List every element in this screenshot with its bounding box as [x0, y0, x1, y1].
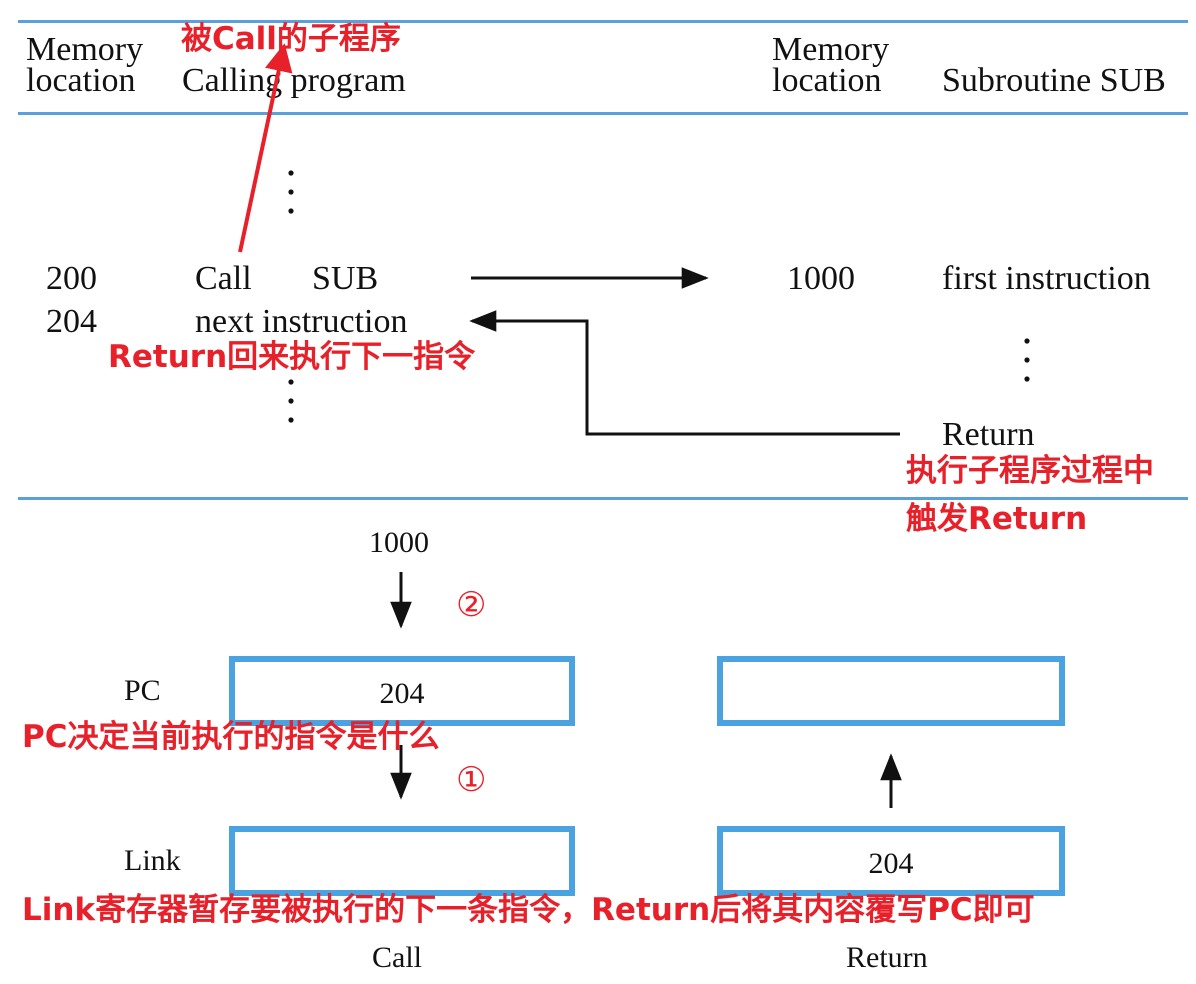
sub-return: Return — [942, 416, 1035, 453]
link-label: Link — [124, 844, 181, 877]
section-divider — [18, 497, 1188, 500]
header-location-left: location — [26, 62, 136, 99]
link-register-call — [229, 826, 575, 896]
sub-address-1000: 1000 — [787, 260, 855, 297]
annotation-return-next: Return回来执行下一指令 — [108, 339, 476, 375]
return-caption: Return — [846, 941, 928, 974]
step-two-marker: ② — [456, 585, 487, 625]
input-value-1000: 1000 — [369, 526, 429, 559]
pc-register-call: 204 — [229, 656, 575, 726]
address-204: 204 — [46, 303, 97, 340]
pc-register-return — [717, 656, 1065, 726]
ellipsis-calling-top — [288, 170, 294, 214]
call-caption: Call — [372, 941, 422, 974]
header-memory-left: Memory — [26, 31, 144, 68]
annotation-pc-decides: PC决定当前执行的指令是什么 — [22, 719, 440, 755]
annotation-sub-exec-line1: 执行子程序过程中 — [906, 453, 1154, 489]
address-200: 200 — [46, 260, 97, 297]
next-instruction: next instruction — [195, 303, 408, 340]
pc-register-value: 204 — [379, 677, 425, 710]
link-register-return: 204 — [717, 826, 1065, 896]
annotation-sub-exec-line2: 触发Return — [906, 501, 1088, 537]
sub-first-instruction: first instruction — [942, 260, 1151, 297]
call-operand: SUB — [312, 260, 379, 297]
header-subroutine: Subroutine SUB — [942, 62, 1166, 99]
pc-label: PC — [124, 674, 161, 707]
ellipsis-calling-bottom — [288, 379, 294, 423]
call-instruction: Call — [195, 260, 252, 297]
ellipsis-subroutine — [1024, 338, 1030, 382]
annotation-called-sub: 被Call的子程序 — [181, 21, 401, 57]
top-rule — [18, 20, 1188, 23]
header-calling-program: Calling program — [182, 62, 406, 99]
header-rule — [18, 112, 1188, 115]
return-arrow — [469, 310, 900, 436]
annotation-link-note: Link寄存器暂存要被执行的下一条指令，Return后将其内容覆写PC即可 — [22, 892, 1035, 928]
header-location-right: location — [772, 62, 882, 99]
header-memory-right: Memory — [772, 31, 890, 68]
step-one-marker: ① — [456, 760, 487, 800]
link-register-return-value: 204 — [868, 847, 914, 880]
annotation-arrow — [238, 43, 293, 253]
